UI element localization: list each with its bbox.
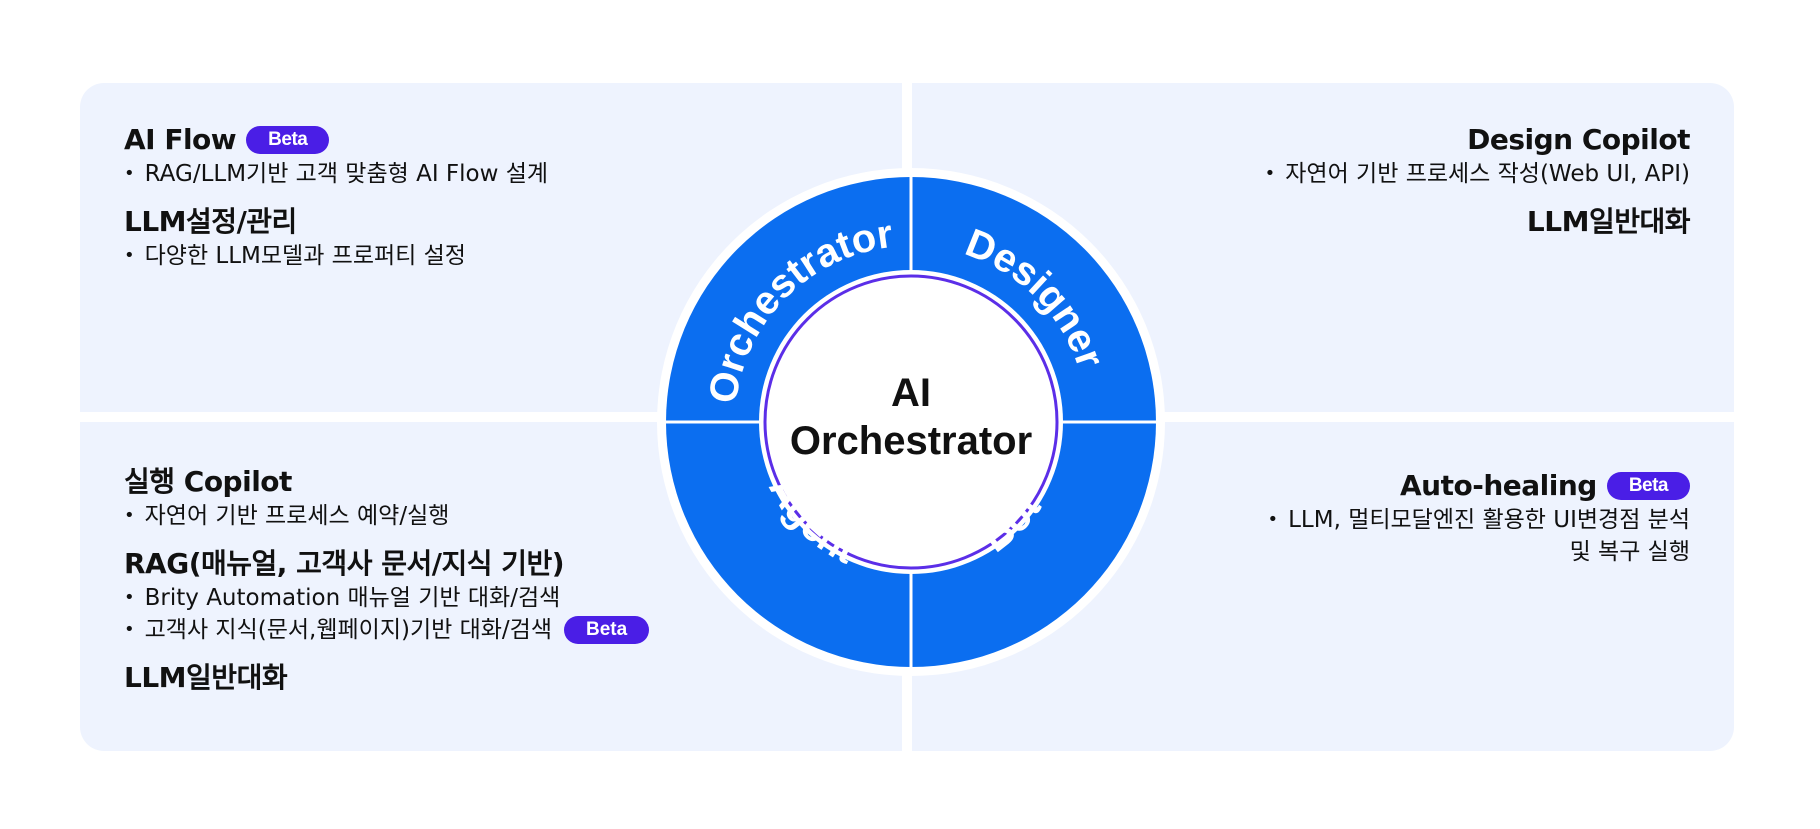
- auto-healing-title: Auto-healing: [1399, 469, 1597, 502]
- center-title-line2: Orchestrator: [790, 419, 1032, 463]
- orchestrator-ring-diagram: Orchestrator Designer Agent Bot AI Orche…: [657, 168, 1165, 676]
- llm-settings-heading: LLM설정/관리: [124, 205, 297, 238]
- agent-features: 실행 Copilot •자연어 기반 프로세스 예약/실행 RAG(매뉴얼, 고…: [124, 464, 650, 696]
- list-item: •자연어 기반 프로세스 예약/실행: [124, 503, 450, 529]
- beta-badge: Beta: [1606, 472, 1690, 500]
- orchestrator-features: AI Flow Beta •RAG/LLM기반 고객 맞춤형 AI Flow 설…: [124, 122, 548, 272]
- list-item: •다양한 LLM모델과 프로퍼티 설정: [124, 243, 466, 269]
- llm-chat-heading: LLM일반대화: [1526, 205, 1691, 238]
- design-copilot-heading: Design Copilot: [1467, 123, 1690, 156]
- llm-chat-heading: LLM일반대화: [124, 661, 288, 694]
- ai-flow-heading: AI Flow Beta: [124, 122, 548, 158]
- auto-healing-heading: Auto-healing Beta: [1267, 468, 1690, 504]
- center-inner-ring: [763, 274, 1059, 570]
- designer-features: Design Copilot •자연어 기반 프로세스 작성(Web UI, A…: [1264, 122, 1691, 240]
- center-title-line1: AI: [891, 371, 931, 415]
- rag-heading: RAG(매뉴얼, 고객사 문서/지식 기반): [124, 547, 565, 580]
- run-copilot-heading: 실행 Copilot: [124, 465, 292, 498]
- list-item: •자연어 기반 프로세스 작성(Web UI, API): [1264, 161, 1690, 187]
- beta-badge: Beta: [246, 126, 330, 154]
- list-item: •RAG/LLM기반 고객 맞춤형 AI Flow 설계: [124, 161, 549, 187]
- list-item: •LLM, 멀티모달엔진 활용한 UI변경점 분석: [1267, 507, 1690, 533]
- bot-features: Auto-healing Beta •LLM, 멀티모달엔진 활용한 UI변경점…: [1267, 468, 1690, 568]
- beta-badge: Beta: [563, 616, 650, 644]
- ai-flow-title: AI Flow: [124, 123, 237, 156]
- list-item: •Brity Automation 매뉴얼 기반 대화/검색: [124, 585, 561, 611]
- list-item-continuation: 및 복구 실행: [1569, 539, 1690, 565]
